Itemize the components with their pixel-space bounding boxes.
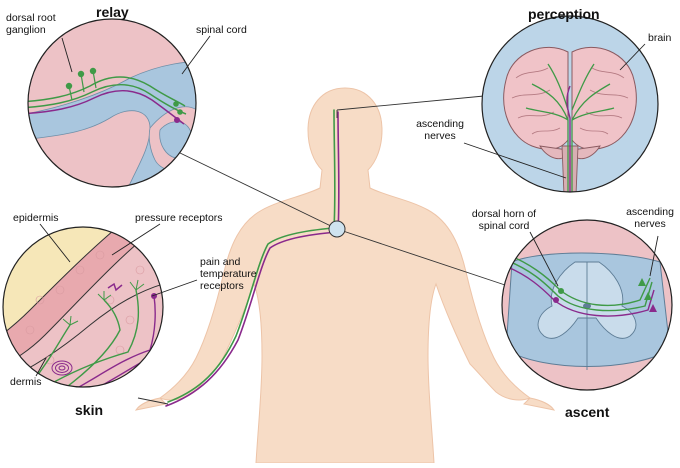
- label-line: ganglion: [6, 24, 46, 36]
- label-dorsal-horn: dorsal horn of spinal cord: [458, 208, 550, 232]
- label-line: temperature: [200, 268, 257, 280]
- callout-connector-lines: [137, 95, 506, 405]
- label-ascending-nerves-cord: ascending nerves: [622, 206, 678, 230]
- label-line: nerves: [424, 130, 456, 142]
- skin-inset-circle: [2, 223, 198, 388]
- label-pain-temperature-receptors: pain and temperature receptors: [200, 256, 257, 292]
- title-skin: skin: [75, 402, 104, 418]
- label-pressure-receptors: pressure receptors: [135, 212, 223, 224]
- label-dermis: dermis: [10, 376, 42, 388]
- label-line: dorsal root: [6, 12, 56, 24]
- label-ascending-nerves-brain: ascending nerves: [408, 118, 472, 142]
- title-ascent: ascent: [565, 404, 610, 420]
- label-line: ascending: [416, 118, 464, 130]
- label-line: ascending: [626, 206, 674, 218]
- label-line: receptors: [200, 280, 244, 292]
- title-relay: relay: [96, 4, 129, 20]
- label-line: dorsal horn of: [471, 208, 537, 220]
- label-line: nerves: [634, 218, 666, 230]
- label-spinal-cord: spinal cord: [196, 24, 247, 36]
- label-epidermis: epidermis: [13, 212, 59, 224]
- label-brain: brain: [648, 32, 672, 44]
- spinal-junction-marker: [328, 220, 346, 238]
- relay-inset-circle: [27, 18, 211, 188]
- perception-inset-circle: [463, 15, 659, 193]
- title-perception: perception: [528, 6, 600, 22]
- ascent-inset-circle: [501, 219, 673, 391]
- label-dorsal-root-ganglion: dorsal root ganglion: [6, 12, 56, 36]
- body-nerve-path: [165, 109, 340, 407]
- label-line: pain and: [200, 256, 241, 268]
- label-line: spinal cord: [478, 220, 530, 232]
